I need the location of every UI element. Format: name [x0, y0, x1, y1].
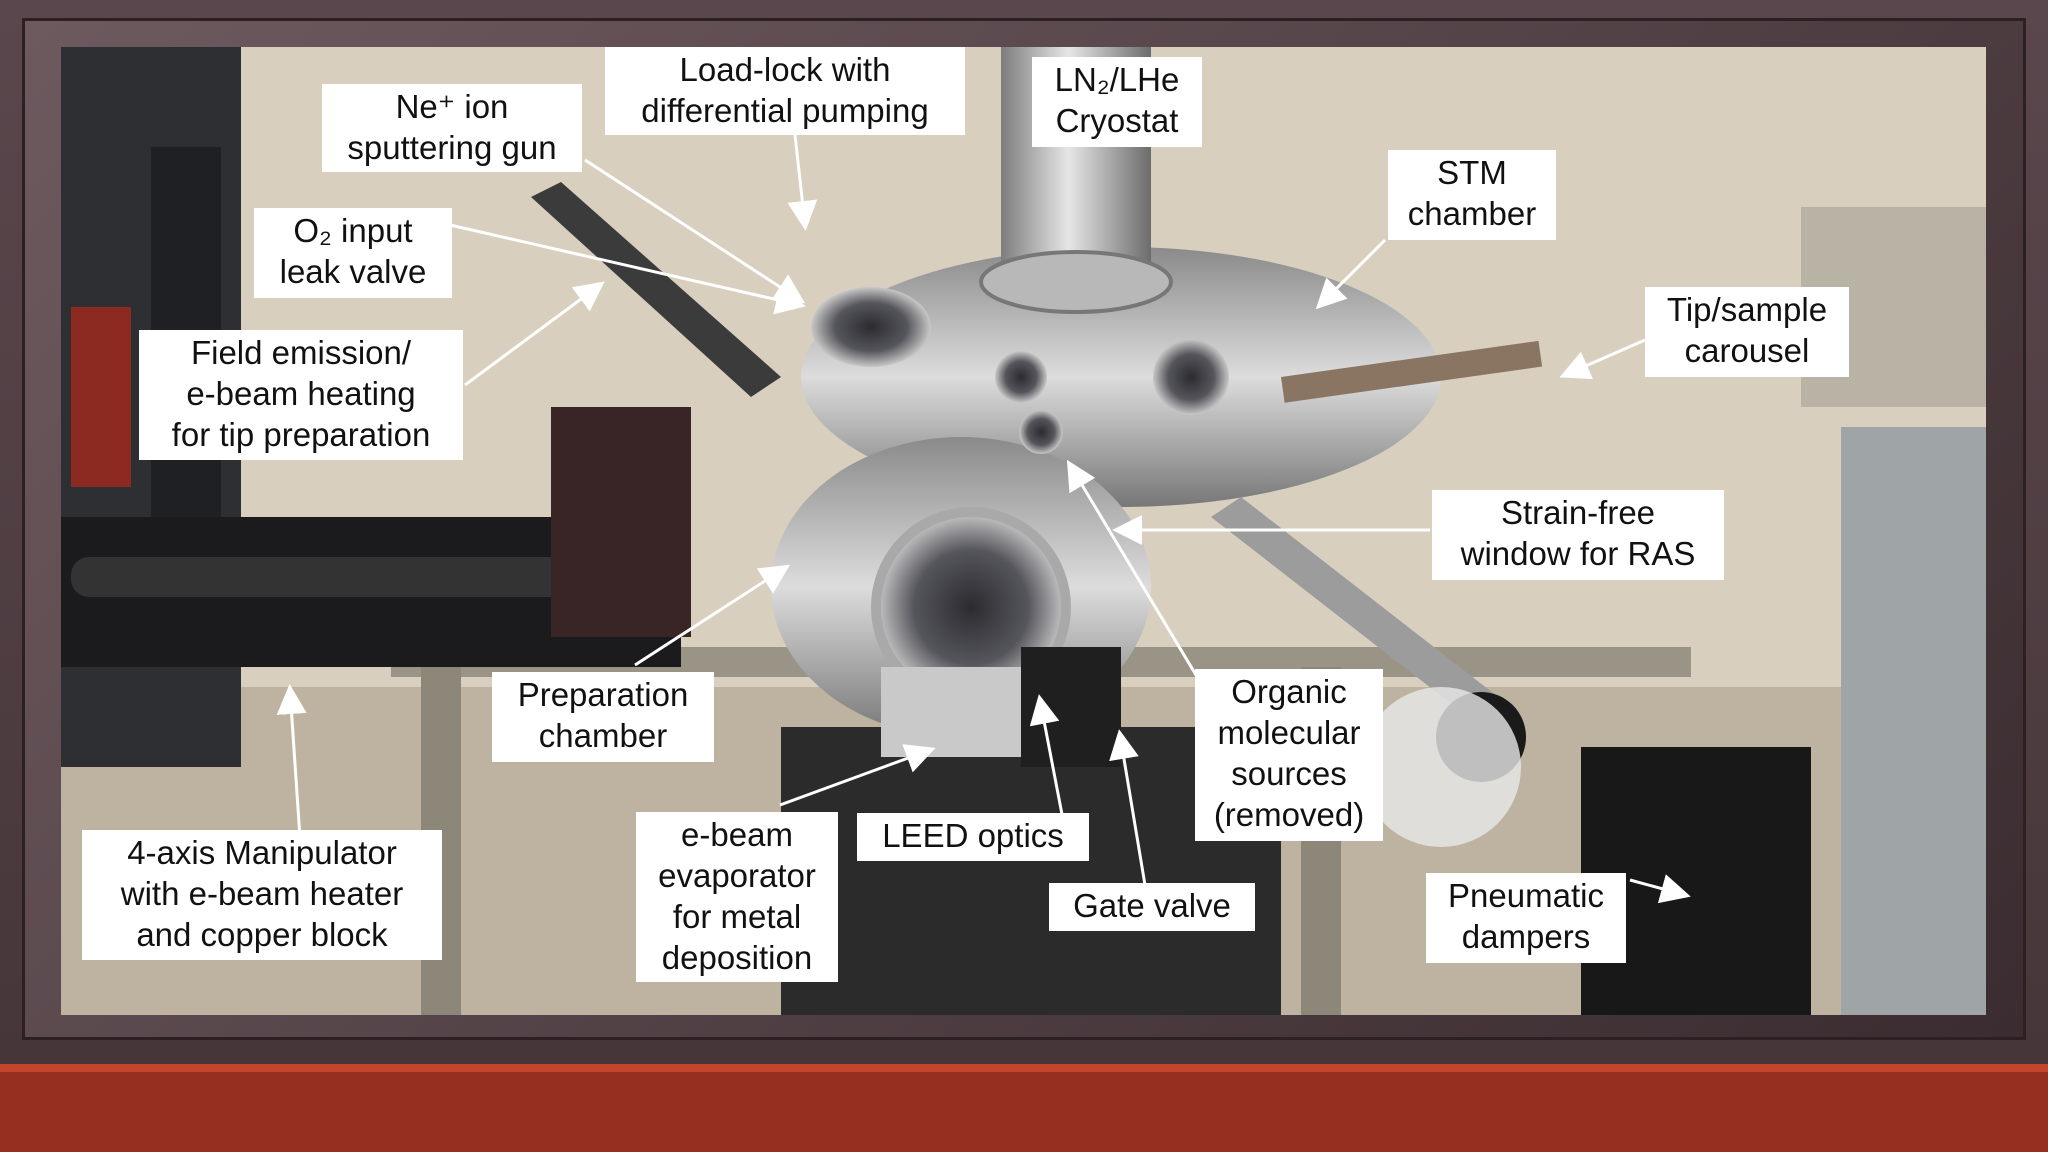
- label-field-emission: Field emission/ e-beam heating for tip p…: [139, 330, 463, 460]
- footer-stripe: [0, 1064, 2048, 1072]
- arrow-ne-ion: [584, 158, 806, 304]
- label-ebeam-evaporator: e-beam evaporator for metal deposition: [636, 812, 838, 982]
- label-cryostat: LN₂/LHe Cryostat: [1032, 57, 1202, 147]
- arrow-prep: [634, 564, 791, 667]
- label-gate-valve: Gate valve: [1049, 883, 1255, 931]
- arrow-field-emission: [464, 281, 605, 387]
- arrow-load-lock: [787, 134, 818, 231]
- label-organic-sources: Organic molecular sources (removed): [1195, 669, 1383, 841]
- label-strain-free: Strain-free window for RAS: [1432, 490, 1724, 580]
- label-o2-input: O₂ input leak valve: [254, 208, 452, 298]
- arrow-carousel: [1559, 338, 1646, 380]
- label-load-lock: Load-lock with differential pumping: [605, 47, 965, 135]
- label-pneumatic-dampers: Pneumatic dampers: [1426, 873, 1626, 963]
- label-manipulator: 4-axis Manipulator with e-beam heater an…: [82, 830, 442, 960]
- footer-bar: [0, 1072, 2048, 1152]
- arrow-o2: [449, 223, 806, 315]
- label-tip-carousel: Tip/sample carousel: [1645, 287, 1849, 377]
- arrow-manipulator: [276, 684, 307, 839]
- arrow-gate-valve: [1109, 729, 1147, 886]
- label-leed-optics: LEED optics: [857, 813, 1089, 861]
- arrow-evaporator: [779, 744, 936, 807]
- arrow-dampers: [1629, 874, 1691, 904]
- label-ne-ion-gun: Ne⁺ ion sputtering gun: [322, 84, 582, 172]
- arrow-organic: [1066, 459, 1207, 691]
- label-preparation-chamber: Preparation chamber: [492, 672, 714, 762]
- label-stm-chamber: STM chamber: [1388, 150, 1556, 240]
- arrow-stm: [1315, 238, 1387, 310]
- arrow-leed: [1029, 694, 1067, 831]
